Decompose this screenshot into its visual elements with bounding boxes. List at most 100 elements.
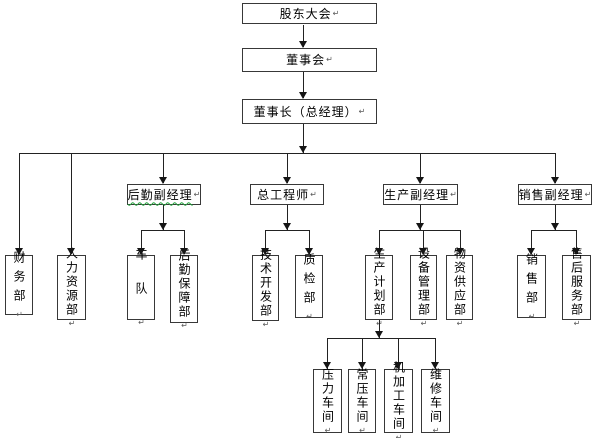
return-mark: ↵ — [15, 310, 24, 319]
connector-line — [531, 230, 577, 231]
connector-line — [287, 153, 288, 183]
connector-line — [379, 320, 380, 338]
node-label: 总工程师 — [257, 187, 310, 202]
node-label: 维修车间 — [428, 367, 443, 424]
connector-line — [531, 230, 532, 254]
node-label: 生产计划部 — [372, 247, 386, 317]
return-mark: ↵ — [180, 320, 189, 330]
connector-line — [327, 338, 328, 369]
node-chief-engineer: 总工程师↵ — [250, 184, 324, 205]
return-mark: ↵ — [305, 311, 314, 321]
return-mark: ↵ — [332, 8, 340, 18]
arrowhead-icon — [180, 248, 188, 255]
node-technology-development-dept: 技术开发部↵ — [252, 248, 279, 329]
arrowhead-icon — [159, 223, 167, 230]
node-label: 后勤副经理 — [127, 187, 193, 202]
node-maintenance-workshop: 维修车间↵ — [421, 367, 450, 435]
node-quality-inspection-dept: 质检部↵ — [295, 252, 323, 321]
return-mark: ↵ — [455, 319, 465, 328]
node-chairman-general-manager: 董事长（总经理）↵ — [242, 99, 377, 124]
connector-line — [327, 338, 436, 339]
connector-line — [163, 205, 164, 230]
return-mark: ↵ — [310, 189, 317, 199]
node-label: 物资供应部 — [452, 247, 467, 317]
arrowhead-icon — [375, 248, 383, 255]
connector-line — [184, 230, 185, 254]
connector-line — [576, 230, 577, 254]
connector-line — [71, 153, 72, 254]
connector-line — [303, 124, 304, 153]
node-pressure-workshop: 压力车间↵ — [313, 367, 342, 435]
arrowhead-icon — [431, 362, 439, 369]
arrowhead-icon — [527, 248, 535, 255]
return-mark: ↵ — [572, 319, 582, 328]
arrowhead-icon — [551, 223, 559, 230]
node-label: 技术开发部 — [258, 247, 273, 318]
node-label: 董事长（总经理） — [253, 104, 358, 119]
connector-line — [265, 230, 310, 231]
node-normal-pressure-workshop: 常压车间↵ — [348, 367, 376, 435]
node-label: 生产副经理 — [384, 187, 450, 202]
node-label: 售后服务部 — [569, 247, 584, 317]
node-board-of-directors: 董事会↵ — [242, 48, 377, 72]
connector-line — [303, 72, 304, 98]
arrowhead-icon — [283, 223, 291, 230]
arrowhead-icon — [283, 177, 291, 184]
node-label: 销售副经理 — [518, 187, 584, 202]
connector-line — [379, 230, 380, 254]
node-finance-dept: 财务部↵ — [5, 251, 33, 319]
connector-line — [423, 230, 424, 254]
arrowhead-icon — [137, 248, 145, 255]
arrowhead-icon — [394, 362, 402, 369]
connector-line — [460, 230, 461, 254]
connector-line — [163, 153, 164, 183]
arrowhead-icon — [375, 331, 383, 338]
node-label: 常压车间 — [355, 367, 369, 424]
node-label: 压力车间 — [320, 367, 335, 424]
arrowhead-icon — [456, 248, 464, 255]
node-material-supply-dept: 物资供应部 ↵ — [446, 247, 473, 328]
return-mark: ↵ — [394, 432, 404, 438]
node-machining-workshop: 机加工车间↵ — [384, 361, 413, 438]
return-mark: ↵ — [358, 106, 366, 116]
arrowhead-icon — [305, 248, 313, 255]
node-label: 车队 — [134, 248, 148, 316]
return-mark: ↵ — [450, 189, 457, 199]
return-mark: ↵ — [67, 319, 77, 328]
node-label: 设备管理部 — [416, 247, 431, 317]
return-mark: ↵ — [431, 425, 441, 435]
node-shareholders-meeting: 股东大会↵ — [242, 3, 377, 24]
return-mark: ↵ — [323, 425, 333, 435]
node-production-planning-dept: 生产计划部↵ — [365, 247, 393, 328]
arrowhead-icon — [15, 248, 23, 255]
connector-line — [362, 338, 363, 369]
node-sales-dept: 销售部↵ — [517, 252, 546, 321]
connector-line — [141, 230, 142, 254]
node-equipment-management-dept: 设备管理部 ↵ — [410, 247, 437, 328]
return-mark: ↵ — [137, 318, 146, 327]
connector-line — [435, 338, 436, 369]
return-mark: ↵ — [326, 55, 333, 64]
connector-line — [287, 205, 288, 230]
node-label: 后勤保障部 — [177, 248, 191, 319]
node-label: 销售部 — [524, 252, 539, 310]
connector-line — [265, 230, 266, 254]
arrowhead-icon — [551, 177, 559, 184]
node-label: 质检部 — [302, 252, 316, 310]
connector-line — [555, 153, 556, 183]
connector-line — [379, 230, 461, 231]
connector-line — [303, 25, 304, 47]
node-label: 董事会 — [286, 53, 326, 67]
connector-line — [141, 230, 185, 231]
node-fleet: 车队 ↵ — [127, 248, 155, 327]
arrowhead-icon — [323, 362, 331, 369]
arrowhead-icon — [299, 146, 307, 153]
node-after-sales-service-dept: 售后服务部 ↵ — [562, 247, 591, 328]
arrowhead-icon — [261, 248, 269, 255]
return-mark: ↵ — [358, 425, 367, 435]
arrowhead-icon — [67, 248, 75, 255]
return-mark: ↵ — [419, 319, 429, 328]
connector-line — [555, 205, 556, 230]
node-label: 人力资源部 — [64, 247, 79, 317]
